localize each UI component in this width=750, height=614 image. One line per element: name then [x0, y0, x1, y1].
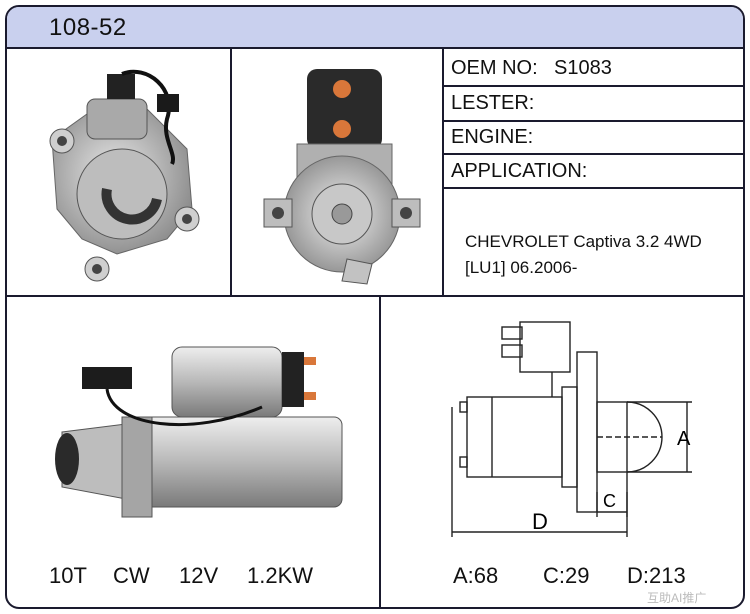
watermark: 互助AI推广: [647, 591, 707, 605]
oem-value: S1083: [554, 57, 612, 79]
divider: [442, 47, 444, 295]
dim-a-value: A:68: [453, 563, 499, 588]
starter-front-photo: [263, 69, 421, 285]
divider: [442, 187, 743, 189]
title-bar: 108-52: [7, 7, 743, 49]
divider: [230, 47, 232, 295]
divider: [7, 295, 743, 297]
dimension-a-letter: A: [677, 428, 691, 450]
oem-label: OEM NO:: [451, 57, 538, 79]
lester-label: LESTER:: [451, 92, 535, 114]
spec-teeth: 10T: [49, 563, 87, 588]
dim-c-value: C:29: [543, 563, 590, 588]
dimension-d-letter: D: [532, 509, 548, 534]
application-label: APPLICATION:: [451, 160, 588, 182]
application-line-2: [LU1] 06.2006-: [465, 258, 578, 277]
part-number: 108-52: [49, 14, 127, 41]
dimension-drawing: A C D: [451, 321, 692, 537]
spec-voltage: 12V: [179, 563, 219, 588]
spec-sheet: 108-52 OEM NO: S1083 LESTER: ENGINE: APP…: [5, 5, 745, 609]
application-text: CHEVROLET Captiva 3.2 4WD [LU1] 06.2006-: [465, 229, 740, 281]
spec-power: 1.2KW: [247, 563, 314, 588]
divider: [442, 153, 743, 155]
spec-rotation: CW: [113, 563, 150, 588]
engine-label: ENGINE:: [451, 126, 534, 148]
starter-rear-photo: [49, 69, 200, 282]
dim-d-value: D:213: [627, 563, 686, 588]
application-line-1: CHEVROLET Captiva 3.2 4WD: [465, 232, 702, 251]
dimension-c-letter: C: [603, 491, 616, 511]
divider: [379, 295, 381, 607]
starter-side-photo: [55, 346, 343, 518]
divider: [442, 120, 743, 122]
divider: [442, 85, 743, 87]
